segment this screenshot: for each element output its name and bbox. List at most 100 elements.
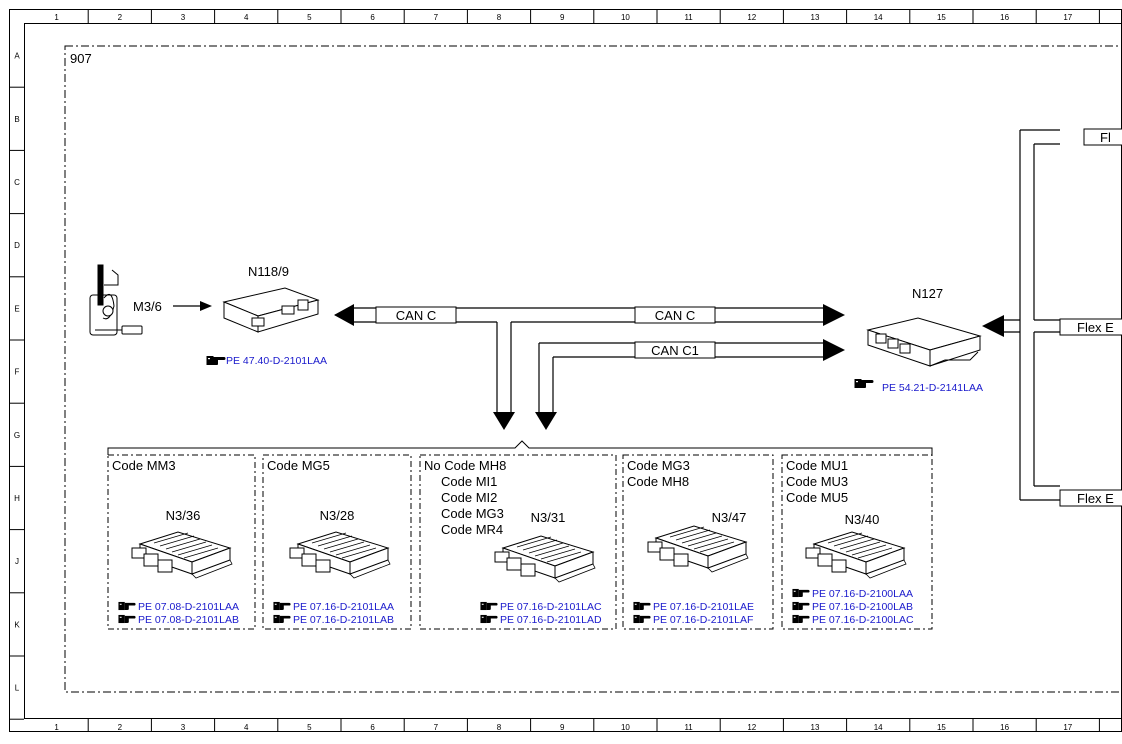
variant-code: Code MG5 xyxy=(267,458,330,473)
grid-column-label: 12 xyxy=(747,723,756,732)
ref-link-row[interactable]: PE 07.16-D-2101LAD xyxy=(480,614,602,626)
pointing-hand-icon xyxy=(480,614,498,624)
grid-column-label: 14 xyxy=(874,723,883,732)
grid-column-label: 13 xyxy=(811,13,820,22)
grid-column-label: 3 xyxy=(181,723,186,732)
ref-link[interactable]: PE 07.08-D-2101LAA xyxy=(138,601,239,613)
ref-link[interactable]: PE 07.16-D-2100LAB xyxy=(812,601,913,613)
fuel-pump-icon xyxy=(89,264,143,336)
ecu-unit-label: N3/28 xyxy=(320,508,355,523)
ecu-unit-label: N3/47 xyxy=(712,510,747,525)
grid-column-label: 7 xyxy=(434,723,439,732)
pointing-hand-icon xyxy=(273,601,291,611)
ref-link-row[interactable]: PE 07.16-D-2101LAC xyxy=(480,601,602,613)
flex-mid-label: Flex E xyxy=(1077,320,1114,335)
ref-link[interactable]: PE 07.16-D-2101LAA xyxy=(293,601,394,613)
variant-code: Code MG3 xyxy=(627,458,690,473)
ref-link[interactable]: PE 07.16-D-2100LAC xyxy=(812,614,914,626)
grid-row-label: B xyxy=(14,115,19,124)
variant-code: Code MH8 xyxy=(627,474,689,489)
grid-column-label: 11 xyxy=(684,723,693,732)
flexray-bus xyxy=(1000,129,1060,501)
can-c1-label: CAN C1 xyxy=(651,343,699,358)
ref-n127[interactable]: PE 54.21-D-2141LAA xyxy=(854,379,983,394)
grid-column-label: 4 xyxy=(244,13,249,22)
variant-code: Code MM3 xyxy=(112,458,176,473)
ref-link-row[interactable]: PE 07.16-D-2100LAC xyxy=(792,614,914,626)
variants-bracket xyxy=(107,440,933,455)
pointing-hand-icon xyxy=(633,614,651,624)
ref-link-row[interactable]: PE 07.16-D-2100LAB xyxy=(792,601,913,613)
ref-link-row[interactable]: PE 07.16-D-2101LAE xyxy=(633,601,754,613)
grid-column-label: 17 xyxy=(1063,13,1072,22)
m3-6-component: M3/6 xyxy=(89,264,212,336)
grid-row-label: J xyxy=(15,557,19,566)
grid-column-label: 8 xyxy=(497,723,502,732)
m3-6-label: M3/6 xyxy=(133,299,162,314)
arrow-right-icon xyxy=(823,339,845,361)
grid-column-label: 16 xyxy=(1000,13,1009,22)
flex-label-box xyxy=(1059,489,1122,507)
ref-link-row[interactable]: PE 07.16-D-2101LAA xyxy=(273,601,394,613)
can-c1-label-box xyxy=(634,341,716,359)
pointing-hand-icon xyxy=(633,601,651,611)
variant-code: Code MU5 xyxy=(786,490,848,505)
ref-link[interactable]: PE 07.16-D-2101LAB xyxy=(293,614,394,626)
ref-link-row[interactable]: PE 07.16-D-2101LAB xyxy=(273,614,394,626)
variant-code: Code MR4 xyxy=(441,522,503,537)
flex-bottom-label: Flex E xyxy=(1077,491,1114,506)
grid-column-label: 6 xyxy=(370,723,375,732)
grid-row-label: D xyxy=(14,241,20,250)
grid-row-label: E xyxy=(14,304,19,313)
n118-9-component: N118/9 PE 47.40-D-2101LAA xyxy=(206,264,327,367)
ref-link[interactable]: PE 47.40-D-2101LAA xyxy=(226,355,327,367)
grid-row-label: L xyxy=(15,684,20,693)
ref-link[interactable]: PE 07.16-D-2101LAE xyxy=(653,601,754,613)
engine-control-unit-icon xyxy=(647,525,749,573)
pointing-hand-icon xyxy=(792,614,810,624)
pointing-hand-icon xyxy=(273,614,291,624)
ref-link-row[interactable]: PE 07.08-D-2101LAA xyxy=(118,601,239,613)
grid-column-label: 4 xyxy=(244,723,249,732)
variant-code: Code MI2 xyxy=(441,490,497,505)
grid-column-label: 10 xyxy=(621,13,630,22)
pointing-hand-icon xyxy=(480,601,498,611)
grid-column-label: 15 xyxy=(937,723,946,732)
pointing-hand-icon xyxy=(206,356,226,365)
arrow-down-icon xyxy=(535,412,557,430)
grid-column-label: 16 xyxy=(1000,723,1009,732)
variant-code: Code MG3 xyxy=(441,506,504,521)
pointing-hand-icon xyxy=(854,379,874,388)
ref-link[interactable]: PE 54.21-D-2141LAA xyxy=(882,382,983,394)
control-unit-icon xyxy=(222,287,320,333)
grid-column-label: 8 xyxy=(497,13,502,22)
grid-labels: 1122334455667788991010111112121313141415… xyxy=(10,10,1100,732)
grid-column-label: 5 xyxy=(307,723,312,732)
engine-control-unit-icon xyxy=(289,531,391,579)
grid-column-label: 2 xyxy=(118,13,123,22)
ref-link[interactable]: PE 07.08-D-2101LAB xyxy=(138,614,239,626)
ref-link-row[interactable]: PE 07.16-D-2100LAA xyxy=(792,588,913,600)
grid-row-label: G xyxy=(14,431,20,440)
ref-link[interactable]: PE 07.16-D-2101LAF xyxy=(653,614,753,626)
grid-column-label: 5 xyxy=(307,13,312,22)
pointing-hand-icon xyxy=(792,588,810,598)
ref-link[interactable]: PE 07.16-D-2101LAC xyxy=(500,601,602,613)
ref-link-row[interactable]: PE 07.16-D-2101LAF xyxy=(633,614,753,626)
pointing-hand-icon xyxy=(118,601,136,611)
frame-label: 907 xyxy=(70,51,92,66)
ref-link[interactable]: PE 07.16-D-2101LAD xyxy=(500,614,602,626)
grid-column-label: 1 xyxy=(54,13,59,22)
ref-n118-9[interactable]: PE 47.40-D-2101LAA xyxy=(206,355,327,367)
grid-column-label: 13 xyxy=(811,723,820,732)
n127-component: N127 PE 54.21-D-2141LAA xyxy=(854,286,983,394)
grid-column-label: 7 xyxy=(434,13,439,22)
ref-link[interactable]: PE 07.16-D-2100LAA xyxy=(812,588,913,600)
grid-row-label: H xyxy=(14,494,20,503)
ref-link-row[interactable]: PE 07.08-D-2101LAB xyxy=(118,614,239,626)
grid-column-label: 10 xyxy=(621,723,630,732)
